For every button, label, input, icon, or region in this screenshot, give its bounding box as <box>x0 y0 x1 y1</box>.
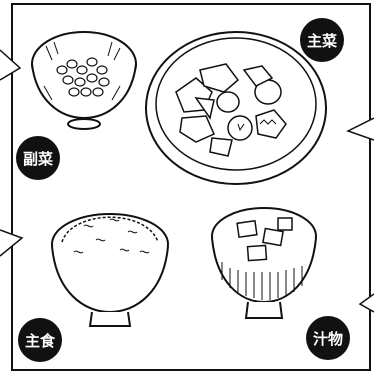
frame-border <box>11 3 371 371</box>
staple-rice-bowl <box>51 213 169 327</box>
soup-label: 汁物 <box>306 316 350 360</box>
side-dish-bowl <box>31 31 137 130</box>
pointer-right <box>346 117 374 141</box>
main-dish-label: 主菜 <box>300 18 344 62</box>
soup-bowl <box>211 207 317 319</box>
staple-label: 主食 <box>18 318 62 362</box>
pointer-bottom-left <box>0 229 24 257</box>
pointer-top-left <box>0 49 22 81</box>
pointer-bottom-right <box>358 293 374 313</box>
side-dish-label: 副菜 <box>16 136 60 180</box>
main-dish-plate <box>145 31 327 185</box>
